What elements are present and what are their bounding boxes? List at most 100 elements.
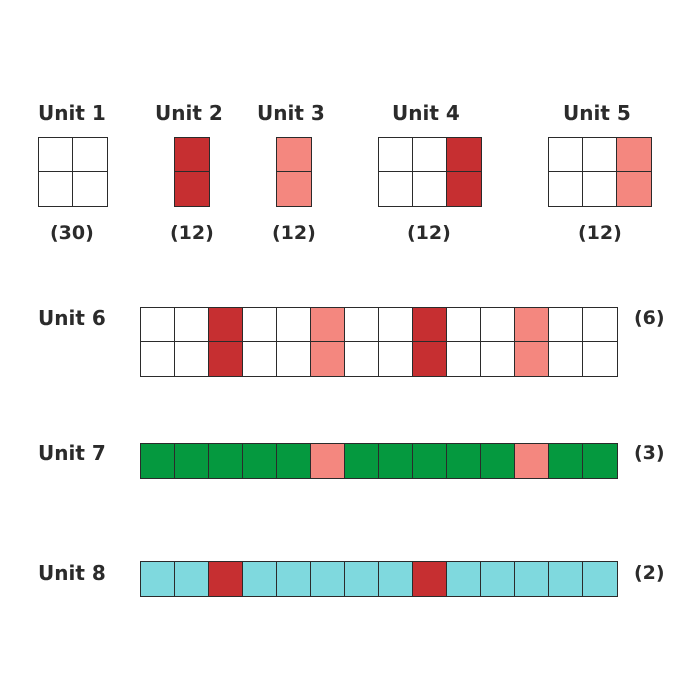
grid-cell-green xyxy=(141,444,175,478)
grid-cell-pink xyxy=(311,308,345,342)
unit-4-count: (12) xyxy=(407,222,451,244)
grid-cell-pink xyxy=(617,138,651,172)
grid-cell-white xyxy=(481,342,515,376)
grid-cell-white xyxy=(379,308,413,342)
unit-7-grid xyxy=(140,443,618,479)
grid-cell-white xyxy=(39,138,73,172)
unit-4-label: Unit 4 xyxy=(392,101,460,125)
grid-cell-white xyxy=(243,308,277,342)
unit-6-grid xyxy=(140,307,618,377)
grid-cell-cyan xyxy=(277,562,311,596)
grid-cell-cyan xyxy=(345,562,379,596)
unit-5-grid xyxy=(548,137,652,207)
grid-cell-red xyxy=(209,308,243,342)
grid-cell-cyan xyxy=(243,562,277,596)
grid-cell-white xyxy=(141,308,175,342)
grid-cell-white xyxy=(277,308,311,342)
grid-cell-pink xyxy=(277,172,311,206)
grid-cell-green xyxy=(413,444,447,478)
grid-cell-red xyxy=(209,342,243,376)
unit-3-grid xyxy=(276,137,312,207)
unit-5-count: (12) xyxy=(578,222,622,244)
grid-cell-white xyxy=(481,308,515,342)
grid-cell-white xyxy=(175,308,209,342)
unit-8-count: (2) xyxy=(634,562,665,584)
unit-7-count: (3) xyxy=(634,442,665,464)
grid-cell-white xyxy=(583,308,617,342)
grid-cell-white xyxy=(549,342,583,376)
grid-cell-white xyxy=(549,308,583,342)
grid-cell-pink xyxy=(515,342,549,376)
grid-cell-red xyxy=(413,562,447,596)
grid-cell-cyan xyxy=(447,562,481,596)
grid-cell-red xyxy=(447,138,481,172)
grid-cell-red xyxy=(413,342,447,376)
grid-cell-white xyxy=(379,138,413,172)
grid-cell-white xyxy=(583,138,617,172)
unit-2-count: (12) xyxy=(170,222,214,244)
grid-cell-cyan xyxy=(141,562,175,596)
unit-5-label: Unit 5 xyxy=(563,101,631,125)
grid-cell-white xyxy=(447,342,481,376)
unit-3-count: (12) xyxy=(272,222,316,244)
grid-cell-white xyxy=(583,172,617,206)
grid-cell-pink xyxy=(515,308,549,342)
grid-cell-cyan xyxy=(311,562,345,596)
grid-cell-white xyxy=(549,138,583,172)
grid-cell-cyan xyxy=(175,562,209,596)
grid-cell-white xyxy=(73,138,107,172)
grid-cell-pink xyxy=(277,138,311,172)
grid-cell-green xyxy=(481,444,515,478)
grid-cell-green xyxy=(549,444,583,478)
grid-cell-white xyxy=(73,172,107,206)
grid-cell-cyan xyxy=(481,562,515,596)
grid-cell-red xyxy=(209,562,243,596)
unit-2-label: Unit 2 xyxy=(155,101,223,125)
grid-cell-white xyxy=(583,342,617,376)
grid-cell-cyan xyxy=(549,562,583,596)
grid-cell-pink xyxy=(311,342,345,376)
grid-cell-pink xyxy=(311,444,345,478)
grid-cell-white xyxy=(379,342,413,376)
grid-cell-green xyxy=(583,444,617,478)
grid-cell-red xyxy=(175,138,209,172)
grid-cell-white xyxy=(175,342,209,376)
grid-cell-white xyxy=(447,308,481,342)
grid-cell-cyan xyxy=(583,562,617,596)
unit-8-grid xyxy=(140,561,618,597)
grid-cell-red xyxy=(413,308,447,342)
grid-cell-white xyxy=(345,342,379,376)
grid-cell-red xyxy=(175,172,209,206)
grid-cell-white xyxy=(379,172,413,206)
unit-1-count: (30) xyxy=(50,222,94,244)
unit-8-label: Unit 8 xyxy=(38,561,106,585)
grid-cell-green xyxy=(345,444,379,478)
grid-cell-green xyxy=(277,444,311,478)
grid-cell-green xyxy=(209,444,243,478)
grid-cell-green xyxy=(243,444,277,478)
grid-cell-cyan xyxy=(379,562,413,596)
grid-cell-white xyxy=(277,342,311,376)
unit-6-count: (6) xyxy=(634,307,665,329)
grid-cell-white xyxy=(549,172,583,206)
grid-cell-white xyxy=(243,342,277,376)
unit-7-label: Unit 7 xyxy=(38,441,106,465)
grid-cell-white xyxy=(345,308,379,342)
grid-cell-white xyxy=(39,172,73,206)
unit-1-label: Unit 1 xyxy=(38,101,106,125)
grid-cell-white xyxy=(413,138,447,172)
unit-3-label: Unit 3 xyxy=(257,101,325,125)
grid-cell-red xyxy=(447,172,481,206)
grid-cell-green xyxy=(379,444,413,478)
unit-6-label: Unit 6 xyxy=(38,306,106,330)
grid-cell-green xyxy=(175,444,209,478)
unit-4-grid xyxy=(378,137,482,207)
grid-cell-pink xyxy=(617,172,651,206)
unit-1-grid xyxy=(38,137,108,207)
grid-cell-pink xyxy=(515,444,549,478)
unit-2-grid xyxy=(174,137,210,207)
grid-cell-green xyxy=(447,444,481,478)
grid-cell-cyan xyxy=(515,562,549,596)
grid-cell-white xyxy=(141,342,175,376)
grid-cell-white xyxy=(413,172,447,206)
